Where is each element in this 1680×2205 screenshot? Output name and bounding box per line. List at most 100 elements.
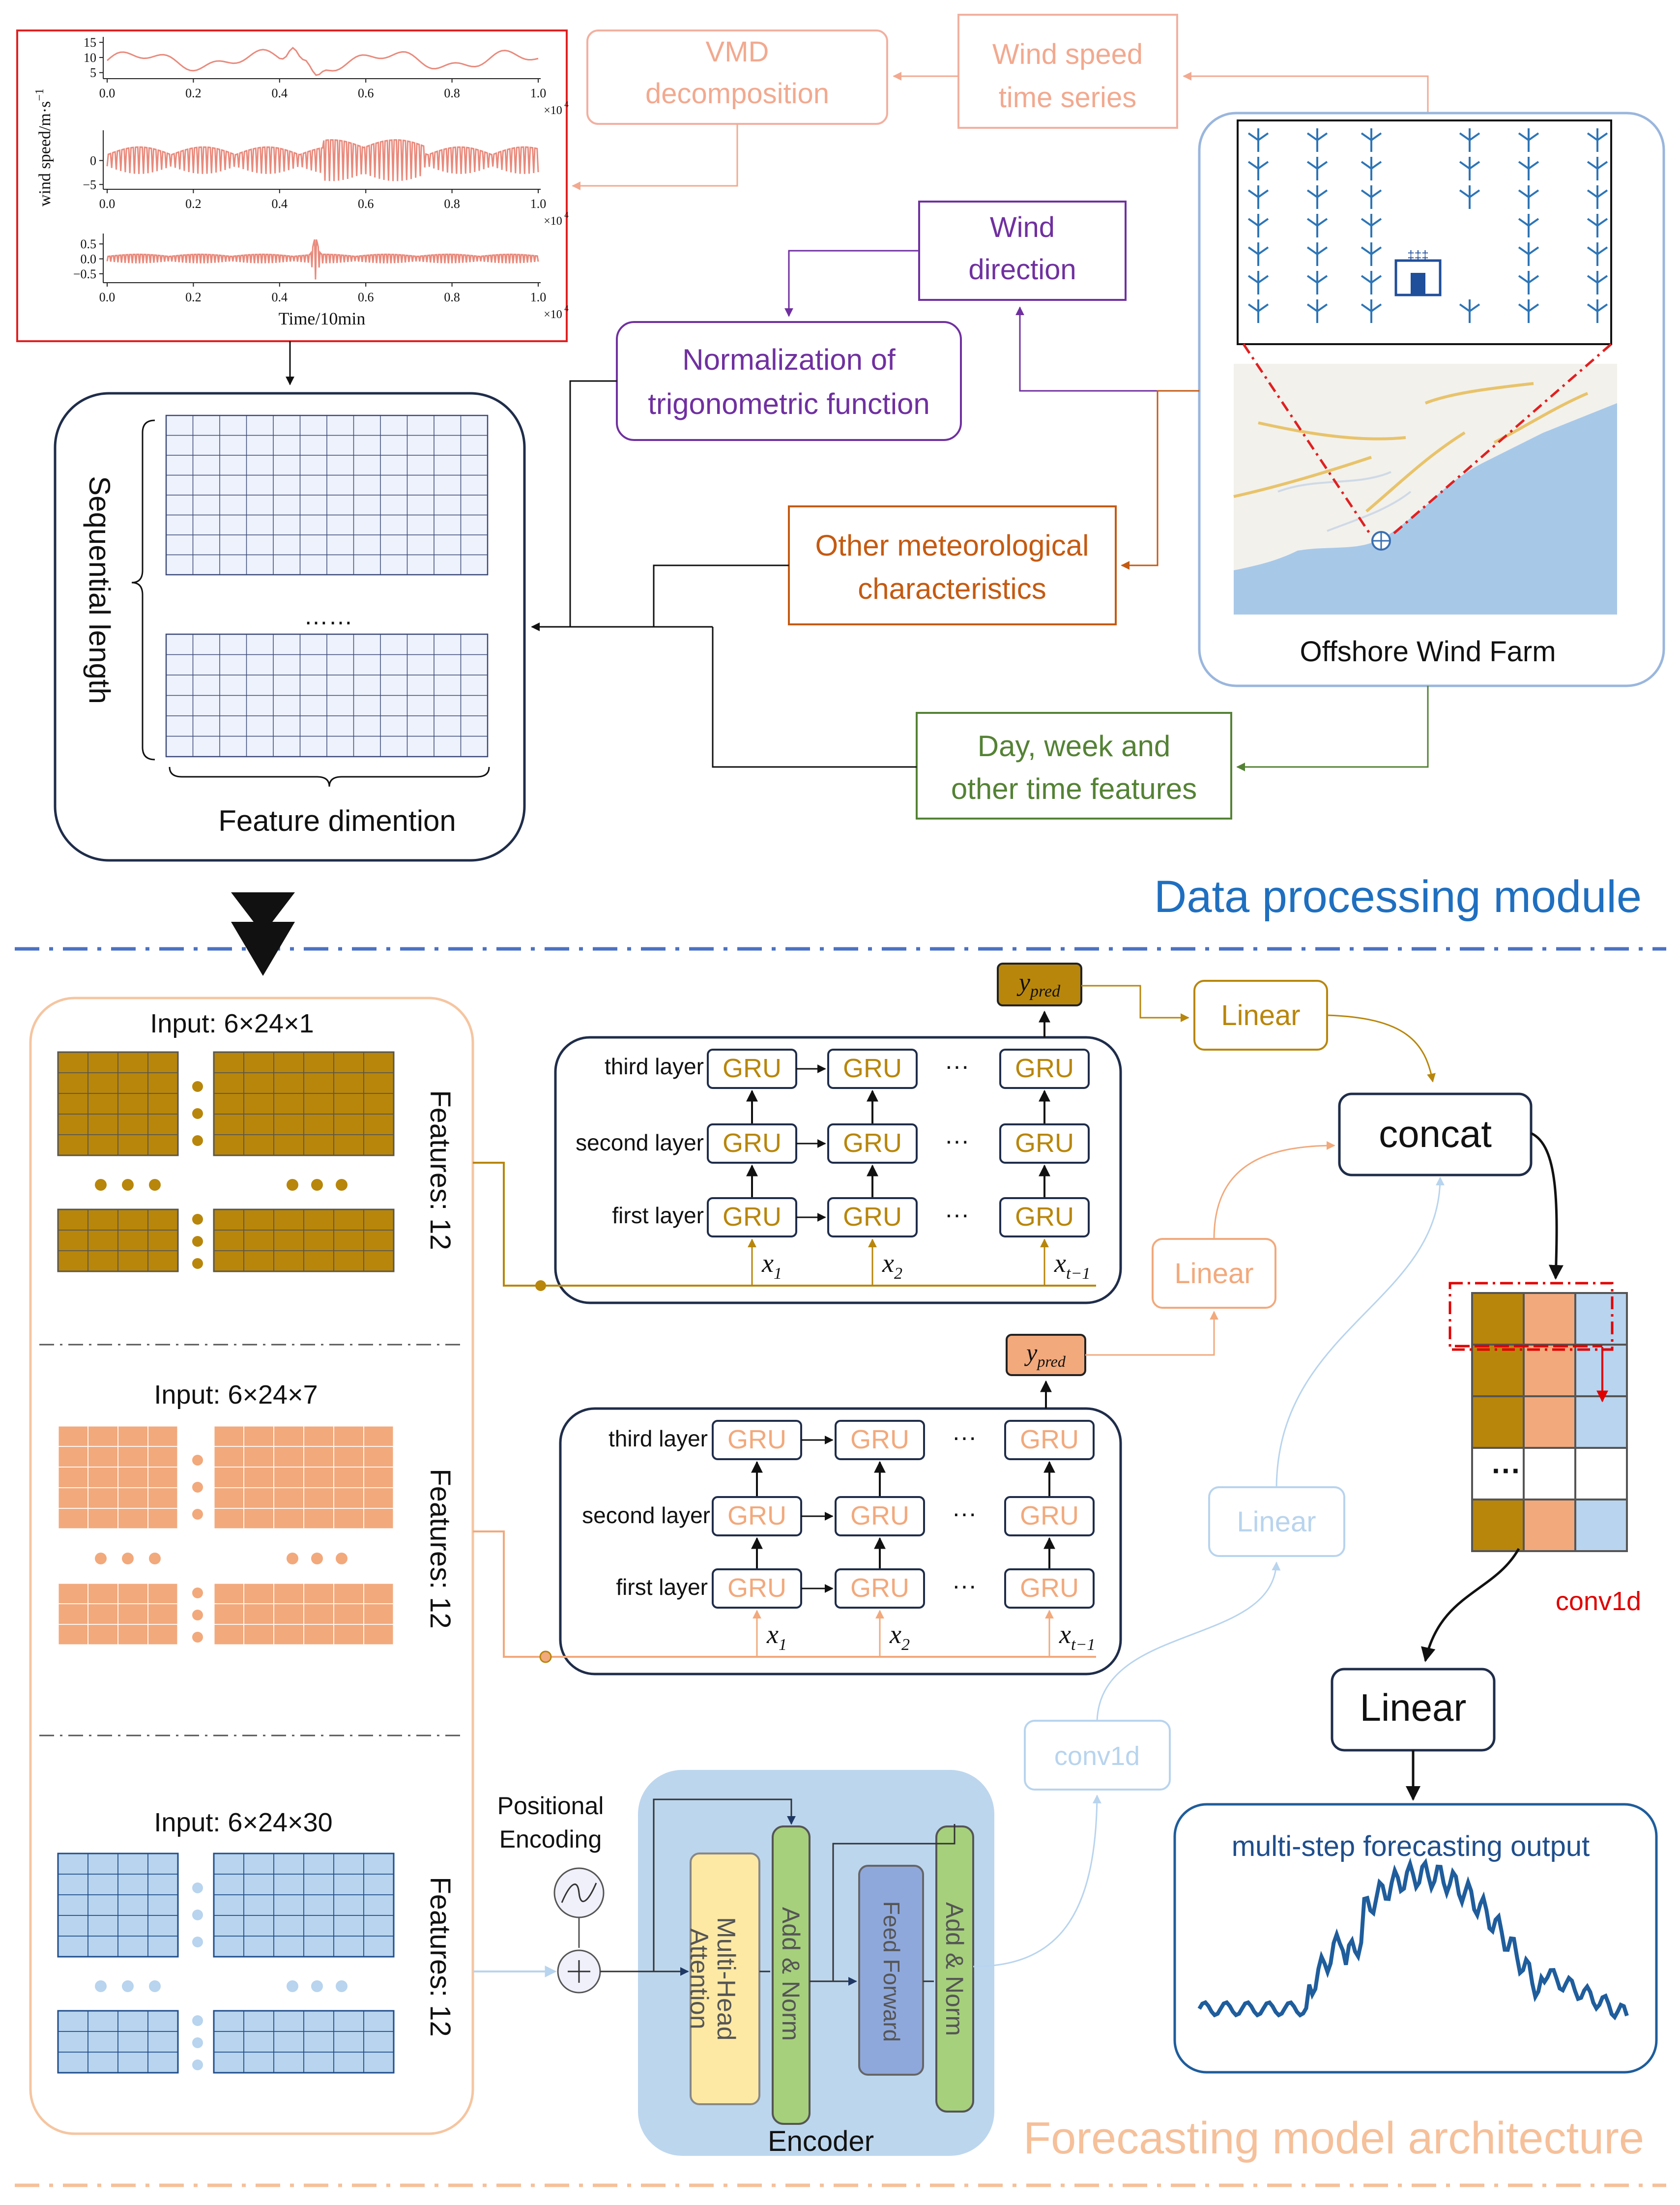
- svg-text:GRU: GRU: [723, 1202, 782, 1232]
- vmd-x-multiplier: ×10: [544, 104, 562, 117]
- vmd-y-tick-label: 5: [90, 66, 96, 80]
- vmd-x-tick-label: 0.8: [444, 290, 460, 304]
- gru-cell: GRU: [707, 1197, 797, 1237]
- svg-text:Add & Norm: Add & Norm: [941, 1902, 968, 2036]
- arrow-farm-to-meteorological: [1121, 390, 1199, 570]
- arrow-farm-to-windspeed: [1183, 72, 1429, 113]
- wind-turbine-icon: [1361, 128, 1382, 152]
- concat-cell: [1471, 1395, 1525, 1449]
- gru-block-gold: third layer second layer first layer GRU…: [554, 1036, 1122, 1304]
- gru-cell: GRU: [835, 1496, 925, 1536]
- arrow-farm-to-direction: [1015, 306, 1199, 392]
- gru-input-label: xt−1: [1054, 1248, 1090, 1283]
- vmd-x-tick-label: 0.6: [358, 86, 374, 100]
- gru-input-label: x2: [889, 1619, 910, 1654]
- svg-text:Attention: Attention: [685, 1928, 713, 2029]
- linear-box-final: Linear: [1331, 1668, 1496, 1752]
- salmon-second-layer: second layer: [582, 1502, 710, 1528]
- vmd-x-tick-label: 0.2: [185, 86, 202, 100]
- normalization-line2: trigonometric function: [648, 387, 930, 420]
- gold-third-layer: third layer: [605, 1054, 704, 1079]
- arrow-conv1d-to-linear-blue: [1096, 1561, 1281, 1721]
- gru-input-label: x2: [882, 1248, 902, 1283]
- output-title: multi-step forecasting output: [1232, 1830, 1590, 1862]
- concat-cell: [1574, 1344, 1628, 1397]
- svg-text:GRU: GRU: [1015, 1128, 1074, 1158]
- vmd-x-tick-label: 0.4: [272, 290, 288, 304]
- gru-cell: GRU: [835, 1420, 925, 1460]
- wind-turbine-icon: [1306, 271, 1328, 294]
- gru-dots: ···: [952, 1572, 977, 1599]
- wind-speed-box: Wind speed time series: [957, 14, 1178, 129]
- vmd-x-multiplier: ×10: [544, 215, 562, 228]
- arrow-vmd-to-chart: [572, 124, 738, 190]
- svg-text:GRU: GRU: [1020, 1425, 1079, 1454]
- wind-turbine-icon: [1247, 271, 1269, 294]
- data-module-title: Data processing module: [1154, 872, 1642, 922]
- concat-cell: [1471, 1344, 1525, 1397]
- wind-turbine-icon: [1459, 157, 1480, 180]
- wind-turbine-icon: [1306, 128, 1328, 152]
- feature-brace: [169, 766, 490, 787]
- gru-cell: GRU: [712, 1496, 802, 1536]
- feature-dimension-label: Feature dimention: [218, 804, 456, 837]
- other-met-line2: characteristics: [858, 572, 1046, 605]
- wind-turbine-icon: [1459, 299, 1480, 323]
- vmd-y-tick-label: 0: [90, 154, 96, 168]
- wind-turbine-icon: [1306, 185, 1328, 209]
- vmd-y-tick-label: 0.5: [81, 237, 97, 251]
- svg-text:Feed Forward: Feed Forward: [879, 1901, 904, 2042]
- svg-text:GRU: GRU: [1015, 1054, 1074, 1083]
- connector-input1: [473, 1162, 1096, 1287]
- vmd-x-multiplier-exp: 4: [564, 99, 569, 109]
- input1-label: Input: 6×24×1: [150, 1009, 314, 1038]
- vmd-label-line1: VMD: [706, 36, 769, 68]
- svg-text:GRU: GRU: [1020, 1501, 1079, 1530]
- encoder-label: Encoder: [768, 2125, 874, 2157]
- wind-turbine-icon: [1247, 157, 1269, 180]
- forecast-curve: [1197, 1857, 1629, 2021]
- encoder-block: Multi-Head Attention Add & Norm Feed For…: [600, 1770, 994, 2157]
- vmd-x-tick-label: 0.0: [99, 197, 116, 211]
- gru-cell: GRU: [1004, 1420, 1095, 1460]
- vmd-x-tick-label: 0.8: [444, 86, 460, 100]
- gru-cell: GRU: [827, 1197, 918, 1237]
- gru-input-label: x1: [766, 1619, 787, 1654]
- big-down-arrow: [231, 892, 295, 976]
- gru-cell: GRU: [1004, 1568, 1095, 1609]
- gru-dots: ···: [952, 1499, 977, 1527]
- add-norm-1: [772, 1825, 811, 2125]
- wind-turbine-icon: [1361, 214, 1382, 237]
- vmd-x-tick-label: 0.4: [272, 86, 288, 100]
- concat-cell: [1471, 1292, 1525, 1346]
- wind-turbine-icon: [1361, 299, 1382, 323]
- vmd-x-tick-label: 1.0: [530, 290, 547, 304]
- vmd-x-tick-label: 1.0: [530, 197, 547, 211]
- sequential-length-label: Sequential length: [83, 476, 116, 704]
- wind-turbine-icon: [1361, 271, 1382, 294]
- wind-turbine-icon: [1361, 157, 1382, 180]
- wind-speed-line2: time series: [999, 82, 1136, 114]
- wind-turbine-icon: [1361, 185, 1382, 209]
- arrow-direction-to-normalization: [784, 250, 919, 317]
- gru-cell: GRU: [707, 1049, 797, 1089]
- wind-turbine-icon: [1587, 185, 1608, 209]
- y-pred-gold: ypred: [997, 963, 1082, 1006]
- wind-speed-line1: Wind speed: [992, 38, 1143, 70]
- svg-text:GRU: GRU: [723, 1128, 782, 1158]
- svg-text:GRU: GRU: [1015, 1202, 1074, 1232]
- wind-turbine-icon: [1306, 242, 1328, 266]
- gru-dots: ···: [945, 1052, 969, 1080]
- concat-cell: [1574, 1395, 1628, 1449]
- line-time-features: [712, 627, 917, 768]
- svg-text:concat: concat: [1379, 1112, 1492, 1155]
- vmd-signal-2: [106, 139, 539, 181]
- svg-text:Positional: Positional: [497, 1792, 604, 1820]
- concat-cell: [1471, 1499, 1525, 1552]
- connector-input2: [473, 1530, 1096, 1658]
- model-module-title: Forecasting model architecture: [1023, 2113, 1644, 2163]
- gru-cell: GRU: [1004, 1496, 1095, 1536]
- vmd-x-tick-label: 0.0: [99, 290, 116, 304]
- arrow-linear-salmon-to-concat: [1213, 1141, 1335, 1239]
